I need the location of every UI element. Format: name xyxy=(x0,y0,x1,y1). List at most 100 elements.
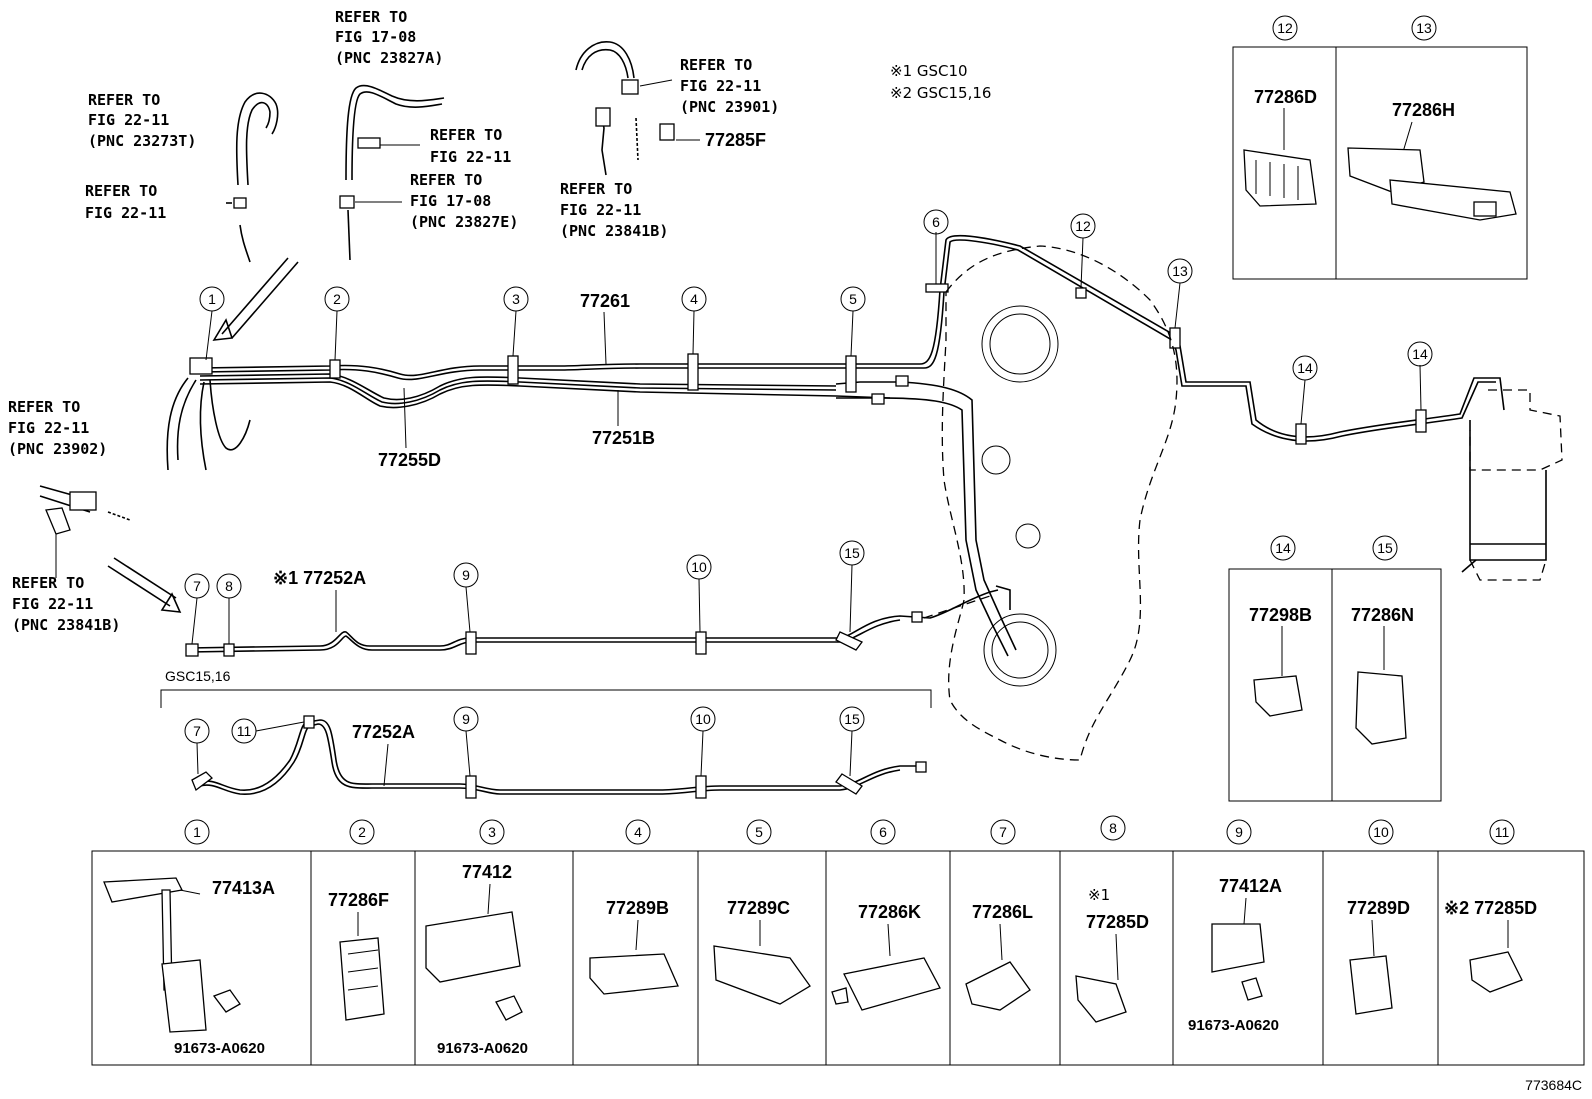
svg-text:(PNC 23827A): (PNC 23827A) xyxy=(335,49,443,67)
inset-12-13: 12 13 77286D 77286H xyxy=(1232,15,1528,280)
svg-text:FIG 17-08: FIG 17-08 xyxy=(410,192,491,210)
arrow-to-clamp-1 xyxy=(212,257,299,341)
label-77285F: 77285F xyxy=(705,130,766,150)
svg-text:REFER TO: REFER TO xyxy=(410,171,482,189)
parts-table xyxy=(91,850,1585,1066)
label-77286D: 77286D xyxy=(1254,87,1317,107)
reference-fig22-11-b: REFER TO FIG 22-11 xyxy=(430,126,511,166)
svg-text:(PNC 23827E): (PNC 23827E) xyxy=(410,213,518,231)
label-77289B: 77289B xyxy=(606,898,669,918)
svg-text:8: 8 xyxy=(225,578,233,594)
label-77286N: 77286N xyxy=(1351,605,1414,625)
svg-text:9: 9 xyxy=(1235,824,1243,840)
table-cell-8: 8 ※1 77285D xyxy=(1075,815,1149,1023)
svg-text:9: 9 xyxy=(462,567,470,583)
label-77252A-gsc10: ※1 77252A xyxy=(273,568,366,588)
svg-text:2: 2 xyxy=(333,291,341,307)
label-gsc10-mark: ※1 xyxy=(1088,886,1110,904)
table-cell-10: 10 77289D xyxy=(1347,819,1410,1015)
callout-3: 3 xyxy=(503,286,529,312)
svg-text:9: 9 xyxy=(462,711,470,727)
callouts-gsc15: 7 11 9 10 15 xyxy=(184,706,865,777)
charcoal-canister xyxy=(1461,389,1563,581)
svg-text:12: 12 xyxy=(1075,218,1091,234)
hose-23827A xyxy=(339,84,445,261)
label-77261: 77261 xyxy=(580,291,630,311)
label-77412: 77412 xyxy=(462,862,512,882)
fitting-23902 xyxy=(39,485,131,578)
svg-text:8: 8 xyxy=(1109,820,1117,836)
table-cell-3: 3 77412 91673-A0620 xyxy=(425,819,528,1057)
label-77298B: 77298B xyxy=(1249,605,1312,625)
callout-7a: 7 xyxy=(184,573,210,599)
fuel-line-77261 xyxy=(199,234,1505,442)
reference-23841B-left: REFER TO FIG 22-11 (PNC 23841B) xyxy=(12,574,120,634)
svg-text:3: 3 xyxy=(512,291,520,307)
reference-23902: REFER TO FIG 22-11 (PNC 23902) xyxy=(8,398,107,458)
svg-text:5: 5 xyxy=(849,291,857,307)
callout-15a: 15 xyxy=(839,540,865,566)
callout-7b: 7 xyxy=(184,718,210,744)
label-77285D-a: 77285D xyxy=(1086,912,1149,932)
svg-text:2: 2 xyxy=(358,824,366,840)
svg-text:FIG 22-11: FIG 22-11 xyxy=(12,595,93,613)
svg-text:13: 13 xyxy=(1416,20,1432,36)
svg-text:REFER TO: REFER TO xyxy=(680,56,752,74)
svg-text:15: 15 xyxy=(844,711,860,727)
label-91673-A0620-a: 91673-A0620 xyxy=(174,1040,265,1057)
figure-id: 773684C xyxy=(1525,1077,1582,1093)
note-gsc15-16: ※2 GSC15,16 xyxy=(890,84,991,102)
svg-text:14: 14 xyxy=(1275,540,1291,556)
svg-text:(PNC 23901): (PNC 23901) xyxy=(680,98,779,116)
svg-text:1: 1 xyxy=(208,291,216,307)
callout-5: 5 xyxy=(840,286,866,312)
svg-text:12: 12 xyxy=(1277,20,1293,36)
callouts-main: 1 2 3 4 5 6 12 13 14 14 xyxy=(199,209,1433,381)
line-77252A-gsc15 xyxy=(191,715,927,799)
svg-text:REFER TO: REFER TO xyxy=(85,182,157,200)
reference-23901: REFER TO FIG 22-11 (PNC 23901) xyxy=(680,56,779,116)
svg-text:14: 14 xyxy=(1297,360,1313,376)
label-77286H: 77286H xyxy=(1392,100,1455,120)
callout-10b: 10 xyxy=(690,706,716,732)
callout-leaders-main xyxy=(205,232,1422,425)
svg-text:5: 5 xyxy=(755,824,763,840)
svg-text:FIG 17-08: FIG 17-08 xyxy=(335,28,416,46)
callouts-gsc10: 7 8 9 10 15 xyxy=(184,540,865,645)
svg-text:REFER TO: REFER TO xyxy=(560,180,632,198)
svg-text:7: 7 xyxy=(193,723,201,739)
inset-14-15: 14 15 77298B 77286N xyxy=(1228,535,1442,802)
svg-text:REFER TO: REFER TO xyxy=(335,8,407,26)
svg-text:REFER TO: REFER TO xyxy=(8,398,80,416)
label-77289C: 77289C xyxy=(727,898,790,918)
svg-text:6: 6 xyxy=(879,824,887,840)
svg-text:(PNC 23841B): (PNC 23841B) xyxy=(12,616,120,634)
callout-13: 13 xyxy=(1167,258,1193,284)
reference-23827A: REFER TO FIG 17-08 (PNC 23827A) xyxy=(335,8,443,67)
table-cell-2: 2 77286F xyxy=(328,819,389,1021)
svg-text:14: 14 xyxy=(1412,346,1428,362)
label-77286L: 77286L xyxy=(972,902,1033,922)
table-cell-1: 1 77413A 91673-A0620 xyxy=(103,819,275,1057)
svg-text:FIG 22-11: FIG 22-11 xyxy=(680,77,761,95)
svg-text:1: 1 xyxy=(193,824,201,840)
svg-text:13: 13 xyxy=(1172,263,1188,279)
table-cell-7: 7 77286L xyxy=(965,819,1033,1011)
callout-4: 4 xyxy=(681,286,707,312)
svg-text:FIG 22-11: FIG 22-11 xyxy=(8,419,89,437)
label-77413A: 77413A xyxy=(212,878,275,898)
table-cell-5: 5 77289C xyxy=(713,819,811,1005)
callout-15b: 15 xyxy=(839,706,865,732)
label-77412A: 77412A xyxy=(1219,876,1282,896)
table-cell-11: 11 ※2 77285D xyxy=(1444,819,1537,993)
svg-text:REFER TO: REFER TO xyxy=(430,126,502,144)
line-77252A-gsc10 xyxy=(185,585,1011,657)
label-77286K: 77286K xyxy=(858,902,921,922)
svg-text:(PNC 23902): (PNC 23902) xyxy=(8,440,107,458)
label-77255D: 77255D xyxy=(378,450,441,470)
svg-text:11: 11 xyxy=(237,723,252,739)
svg-text:(PNC 23273T): (PNC 23273T) xyxy=(88,132,196,150)
svg-text:REFER TO: REFER TO xyxy=(88,91,160,109)
reference-23273T: REFER TO FIG 22-11 (PNC 23273T) xyxy=(88,91,196,150)
